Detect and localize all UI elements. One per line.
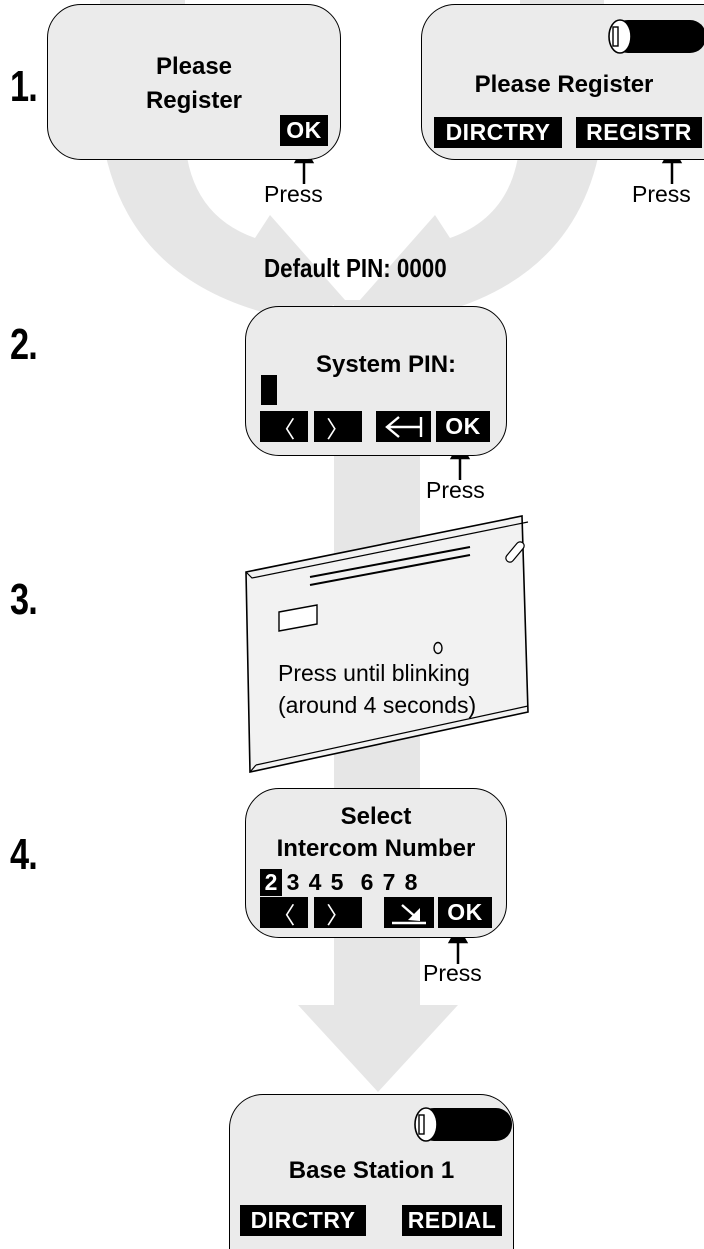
ok-softkey[interactable]: OK — [280, 115, 328, 146]
redial-softkey[interactable]: REDIAL — [402, 1205, 502, 1236]
press-label: Press — [632, 181, 691, 207]
backspace-icon — [384, 415, 422, 438]
step-number-4: 4. — [10, 830, 38, 879]
screen-line-2: Intercom Number — [276, 835, 476, 862]
dirctry-softkey[interactable]: DIRCTRY — [434, 117, 562, 148]
digit[interactable]: 3 — [286, 869, 300, 895]
press-label: Press — [264, 181, 323, 207]
left-arrow-softkey[interactable]: 〈 — [260, 411, 308, 442]
screen-title: System PIN: — [315, 351, 457, 378]
chevron-left-icon: 〈 — [272, 415, 296, 442]
digit[interactable]: 5 — [330, 869, 344, 895]
right-arrow-softkey[interactable]: 〉 — [314, 411, 362, 442]
digit[interactable]: 7 — [382, 869, 396, 895]
screen-please-register-handset: Please Register DIRCTRY REGISTR — [421, 4, 704, 160]
step-number-3: 3. — [10, 575, 38, 624]
text-cursor — [261, 375, 277, 405]
select-arrow-icon — [392, 903, 426, 924]
ok-softkey[interactable]: OK — [436, 411, 490, 442]
select-softkey[interactable] — [384, 897, 434, 928]
left-arrow-softkey[interactable]: 〈 — [260, 897, 308, 928]
press-label: Press — [423, 960, 482, 986]
antenna-icon — [505, 541, 525, 563]
digit[interactable]: 6 — [360, 869, 374, 895]
chevron-right-icon: 〉 — [326, 901, 350, 928]
screen-please-register: Please Register OK — [47, 4, 341, 160]
chevron-left-icon: 〈 — [272, 901, 296, 928]
press-label: Press — [426, 477, 485, 503]
battery-icon — [408, 1107, 512, 1142]
step-number-1: 1. — [10, 62, 38, 111]
digit-selected[interactable]: 2 — [260, 869, 282, 896]
digit[interactable]: 8 — [404, 869, 418, 895]
right-arrow-softkey[interactable]: 〉 — [314, 897, 362, 928]
screen-line-2: Register — [145, 87, 243, 114]
base-instruction-line-1: Press until blinking — [278, 660, 470, 686]
screen-title: Base Station 1 — [288, 1157, 455, 1184]
battery-icon — [602, 19, 704, 54]
screen-title: Please Register — [474, 71, 654, 98]
dirctry-softkey[interactable]: DIRCTRY — [240, 1205, 366, 1236]
base-instruction-line-2: (around 4 seconds) — [278, 692, 477, 718]
screen-base-station-1: Base Station 1 DIRCTRY REDIAL — [229, 1094, 514, 1249]
backspace-softkey[interactable] — [376, 411, 431, 442]
ok-softkey[interactable]: OK — [438, 897, 492, 928]
registr-softkey[interactable]: REGISTR — [576, 117, 702, 148]
screen-system-pin: System PIN: 〈 〉 OK — [245, 306, 507, 456]
digit[interactable]: 4 — [308, 869, 322, 895]
down-arrowhead — [298, 1005, 458, 1092]
default-pin-label: Default PIN: 0000 — [264, 253, 447, 283]
step-number-2: 2. — [10, 320, 38, 369]
screen-line-1: Select — [340, 803, 412, 830]
base-station-device — [245, 515, 529, 773]
chevron-right-icon: 〉 — [326, 415, 350, 442]
screen-line-1: Please — [155, 53, 233, 80]
